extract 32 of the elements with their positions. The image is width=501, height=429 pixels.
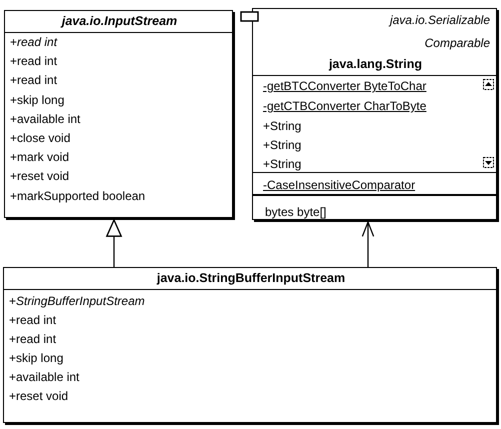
method-text: -getCTBConverter CharToByte <box>263 99 426 114</box>
inner-class-text: -CaseInsensitiveComparator <box>263 178 416 193</box>
interface-name: Comparable <box>424 36 490 51</box>
method-text: +read int <box>9 332 56 347</box>
class-box <box>252 8 497 220</box>
method-text: -getBTCConverter ByteToChar <box>263 79 426 94</box>
dependency-arrow <box>362 221 374 267</box>
method-text: +String <box>263 138 302 153</box>
method-text: +reset void <box>9 389 68 404</box>
method-text: +reset void <box>10 169 70 184</box>
method-text: +read int <box>10 73 58 88</box>
method-text: +close void <box>10 131 70 146</box>
method-text: +read int <box>10 35 58 50</box>
inheritance-arrow <box>106 219 122 267</box>
method-text: +read int <box>10 54 58 70</box>
class-name: java.io.InputStream <box>60 14 178 29</box>
class-box <box>3 267 497 423</box>
method-text: +StringBufferInputStream <box>9 294 145 309</box>
method-text: +available int <box>10 112 80 127</box>
interface-name: java.io.Serializable <box>388 13 490 28</box>
method-text: +skip long <box>10 92 64 108</box>
method-text: +available int <box>9 370 80 385</box>
class-box <box>4 10 233 218</box>
attribute-text: bytes byte[] <box>265 205 326 220</box>
method-text: +mark void <box>10 150 70 166</box>
method-text: +String <box>263 119 302 134</box>
method-text: +skip long <box>9 351 64 366</box>
class-name: java.lang.String <box>328 57 424 72</box>
method-text: +markSupported boolean <box>10 188 146 204</box>
class-name: java.io.StringBufferInputStream <box>156 271 346 286</box>
method-text: +String <box>263 157 302 172</box>
method-text: +read int <box>9 313 56 328</box>
